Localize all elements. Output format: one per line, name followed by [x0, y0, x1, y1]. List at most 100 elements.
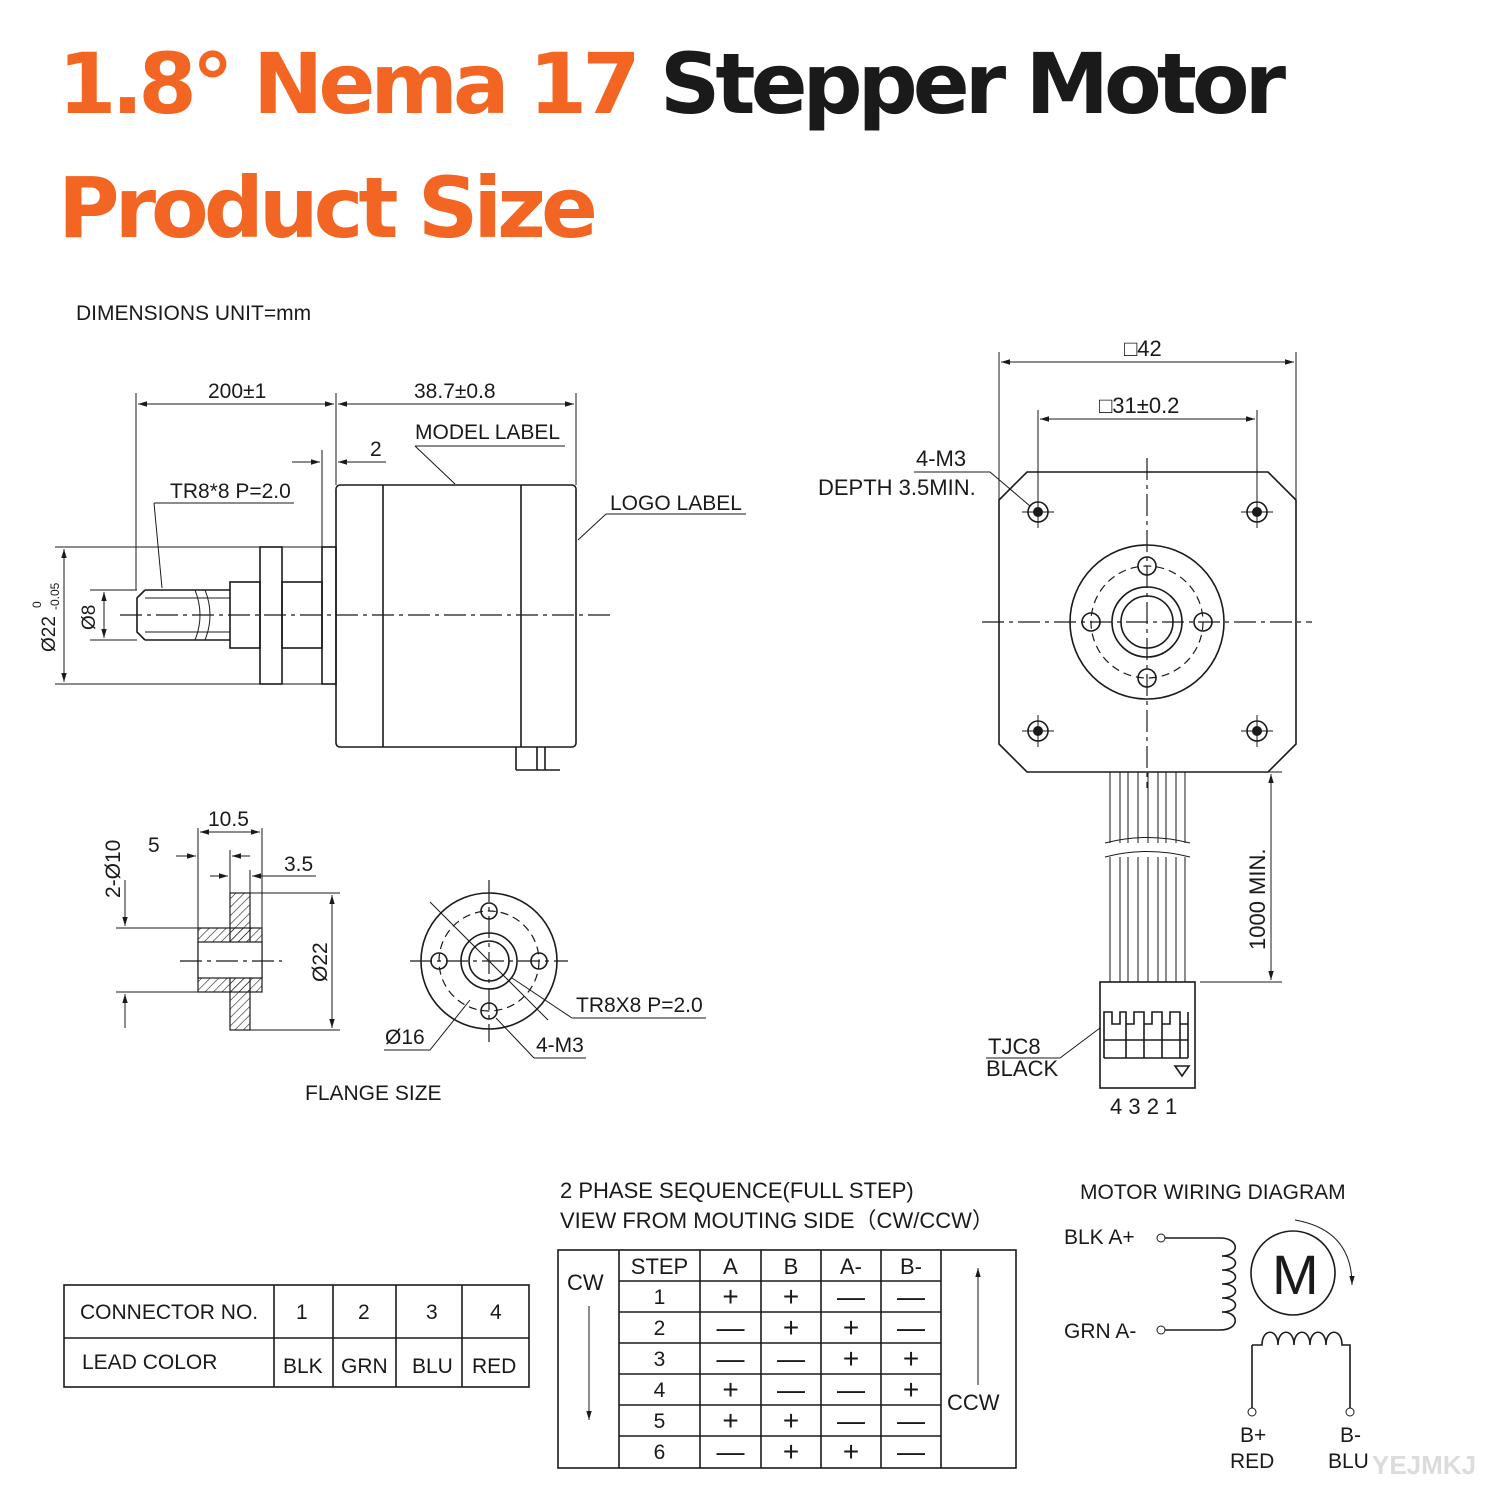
dim-dia22-tol-top: 0 [30, 601, 44, 608]
lead-color-4: RED [472, 1355, 516, 1378]
flange-tr8-label: TR8X8 P=2.0 [576, 994, 703, 1017]
seq-cell: — [837, 1374, 865, 1405]
flange-dim-10-5: 10.5 [208, 808, 249, 831]
connector-jack [1099, 981, 1196, 1089]
coil-a-icon [1219, 1237, 1237, 1331]
seq-cell: — [717, 1436, 745, 1467]
seq-header-cell: B- [900, 1254, 922, 1279]
seq-cell: — [897, 1312, 925, 1343]
seq-cell: — [837, 1405, 865, 1436]
m3-label: 4-M3 [916, 446, 966, 471]
seq-cell: — [897, 1405, 925, 1436]
units-label: DIMENSIONS UNIT=mm [76, 302, 311, 325]
seq-cell: — [897, 1281, 925, 1312]
seq-cell: 5 [654, 1410, 666, 1433]
lead-wires [1104, 772, 1191, 982]
seq-cell: 6 [654, 1441, 666, 1464]
conn-no-3: 3 [426, 1301, 438, 1324]
seq-cell: 3 [654, 1348, 666, 1371]
lead-color-3: BLU [412, 1355, 453, 1378]
seq-cell: + [783, 1312, 799, 1343]
wire-bminus-label: B- [1340, 1424, 1361, 1447]
wiring-title: MOTOR WIRING DIAGRAM [1080, 1181, 1346, 1204]
dim-200: 200±1 [208, 380, 266, 403]
seq-cell: — [717, 1343, 745, 1374]
seq-cell: + [903, 1374, 919, 1405]
seq-cell: 1 [654, 1286, 666, 1309]
wire-blk-label: BLK A+ [1064, 1226, 1135, 1249]
wiring-diagram: MOTOR WIRING DIAGRAM BLK A+ GRN A- M B+ … [1064, 1181, 1476, 1480]
ccw-label: CCW [947, 1390, 1000, 1415]
wire-grn-label: GRN A- [1064, 1320, 1136, 1343]
flange-dim-2-d10: 2-Ø10 [102, 840, 125, 898]
dim-dia8: Ø8 [79, 605, 100, 630]
mount-holes [1022, 496, 1273, 747]
seq-cell: — [897, 1436, 925, 1467]
tr8-label: TR8*8 P=2.0 [170, 480, 291, 503]
seq-cell: + [843, 1436, 859, 1467]
flange-dim-d22: Ø22 [309, 942, 332, 982]
lead-color-1: BLK [283, 1355, 323, 1378]
sequence-title-2: VIEW FROM MOUTING SIDE（CW/CCW） [560, 1208, 994, 1233]
dim-dia22-tol-bottom: -0.05 [48, 582, 62, 610]
wire-red-label: RED [1230, 1450, 1274, 1473]
lead-color-label: LEAD COLOR [82, 1351, 217, 1374]
seq-header-cell: A- [840, 1254, 862, 1279]
seq-cell: — [777, 1374, 805, 1405]
seq-cell: + [722, 1281, 738, 1312]
conn-no-1: 1 [296, 1301, 308, 1324]
model-label: MODEL LABEL [415, 421, 560, 444]
depth-label: DEPTH 3.5MIN. [818, 475, 976, 500]
seq-cell: + [783, 1405, 799, 1436]
seq-cell: + [843, 1312, 859, 1343]
flange-side-drawing: 10.5 5 3.5 2-Ø10 Ø22 [102, 808, 340, 1031]
cw-label: CW [567, 1270, 604, 1295]
conn-no-2: 2 [358, 1301, 370, 1324]
seq-cell: + [783, 1436, 799, 1467]
black-label: BLACK [986, 1056, 1058, 1081]
seq-cell: — [837, 1281, 865, 1312]
flange-size-label: FLANGE SIZE [305, 1082, 442, 1105]
seq-cell: + [903, 1343, 919, 1374]
motor-body [335, 484, 577, 748]
seq-header-cell: STEP [631, 1254, 688, 1279]
title-accent: 1.8° Nema 17 [58, 35, 660, 133]
seq-header-cell: A [723, 1254, 738, 1279]
dim-sq42: □42 [1124, 336, 1162, 361]
flange-dim-3-5: 3.5 [284, 853, 313, 876]
front-flange [982, 458, 1312, 788]
flange-front-drawing: TR8X8 P=2.0 Ø16 4-M3 FLANGE SIZE [305, 880, 706, 1105]
dim-38-7: 38.7±0.8 [414, 380, 496, 403]
seq-cell: — [717, 1312, 745, 1343]
title-line2: Product Size [58, 159, 598, 257]
sequence-title-1: 2 PHASE SEQUENCE(FULL STEP) [560, 1178, 914, 1203]
seq-cell: + [843, 1343, 859, 1374]
title-main: Stepper Motor [659, 35, 1286, 133]
seq-cell: + [722, 1374, 738, 1405]
sequence-table: 2 PHASE SEQUENCE(FULL STEP) VIEW FROM MO… [557, 1178, 1017, 1469]
connector-table: CONNECTOR NO. 1 2 3 4 LEAD COLOR BLK GRN… [63, 1284, 530, 1388]
side-view-drawing: DIMENSIONS UNIT=mm 200±1 38.7±0.8 2 MODE… [30, 302, 746, 771]
tjc8-label: TJC8 [988, 1034, 1041, 1059]
flange-m3-label: 4-M3 [536, 1034, 584, 1057]
wire-bplus-label: B+ [1240, 1424, 1266, 1447]
dim-2: 2 [370, 438, 382, 461]
lead-color-2: GRN [341, 1355, 388, 1378]
seq-cell: + [722, 1405, 738, 1436]
pin-numbers: 4 3 2 1 [1110, 1094, 1177, 1119]
flange-dim-5: 5 [148, 834, 160, 857]
page-title: 1.8° Nema 17 Stepper Motor Product Size [58, 22, 1286, 270]
front-view-drawing: □42 □31±0.2 4-M3 DEPTH 3.5MIN. [818, 336, 1312, 1119]
motor-symbol-icon [1250, 1230, 1336, 1316]
seq-cell: 4 [654, 1379, 666, 1402]
seq-cell: — [777, 1343, 805, 1374]
conn-no-4: 4 [490, 1301, 502, 1324]
seq-header-cell: B [784, 1254, 799, 1279]
conn-header-label: CONNECTOR NO. [80, 1301, 258, 1324]
watermark: YEJMKJ [1372, 1450, 1476, 1480]
coil-b-icon [1251, 1331, 1351, 1408]
flange-d16-label: Ø16 [385, 1026, 425, 1049]
motor-symbol-letter: M [1272, 1243, 1319, 1306]
seq-cell: + [783, 1281, 799, 1312]
